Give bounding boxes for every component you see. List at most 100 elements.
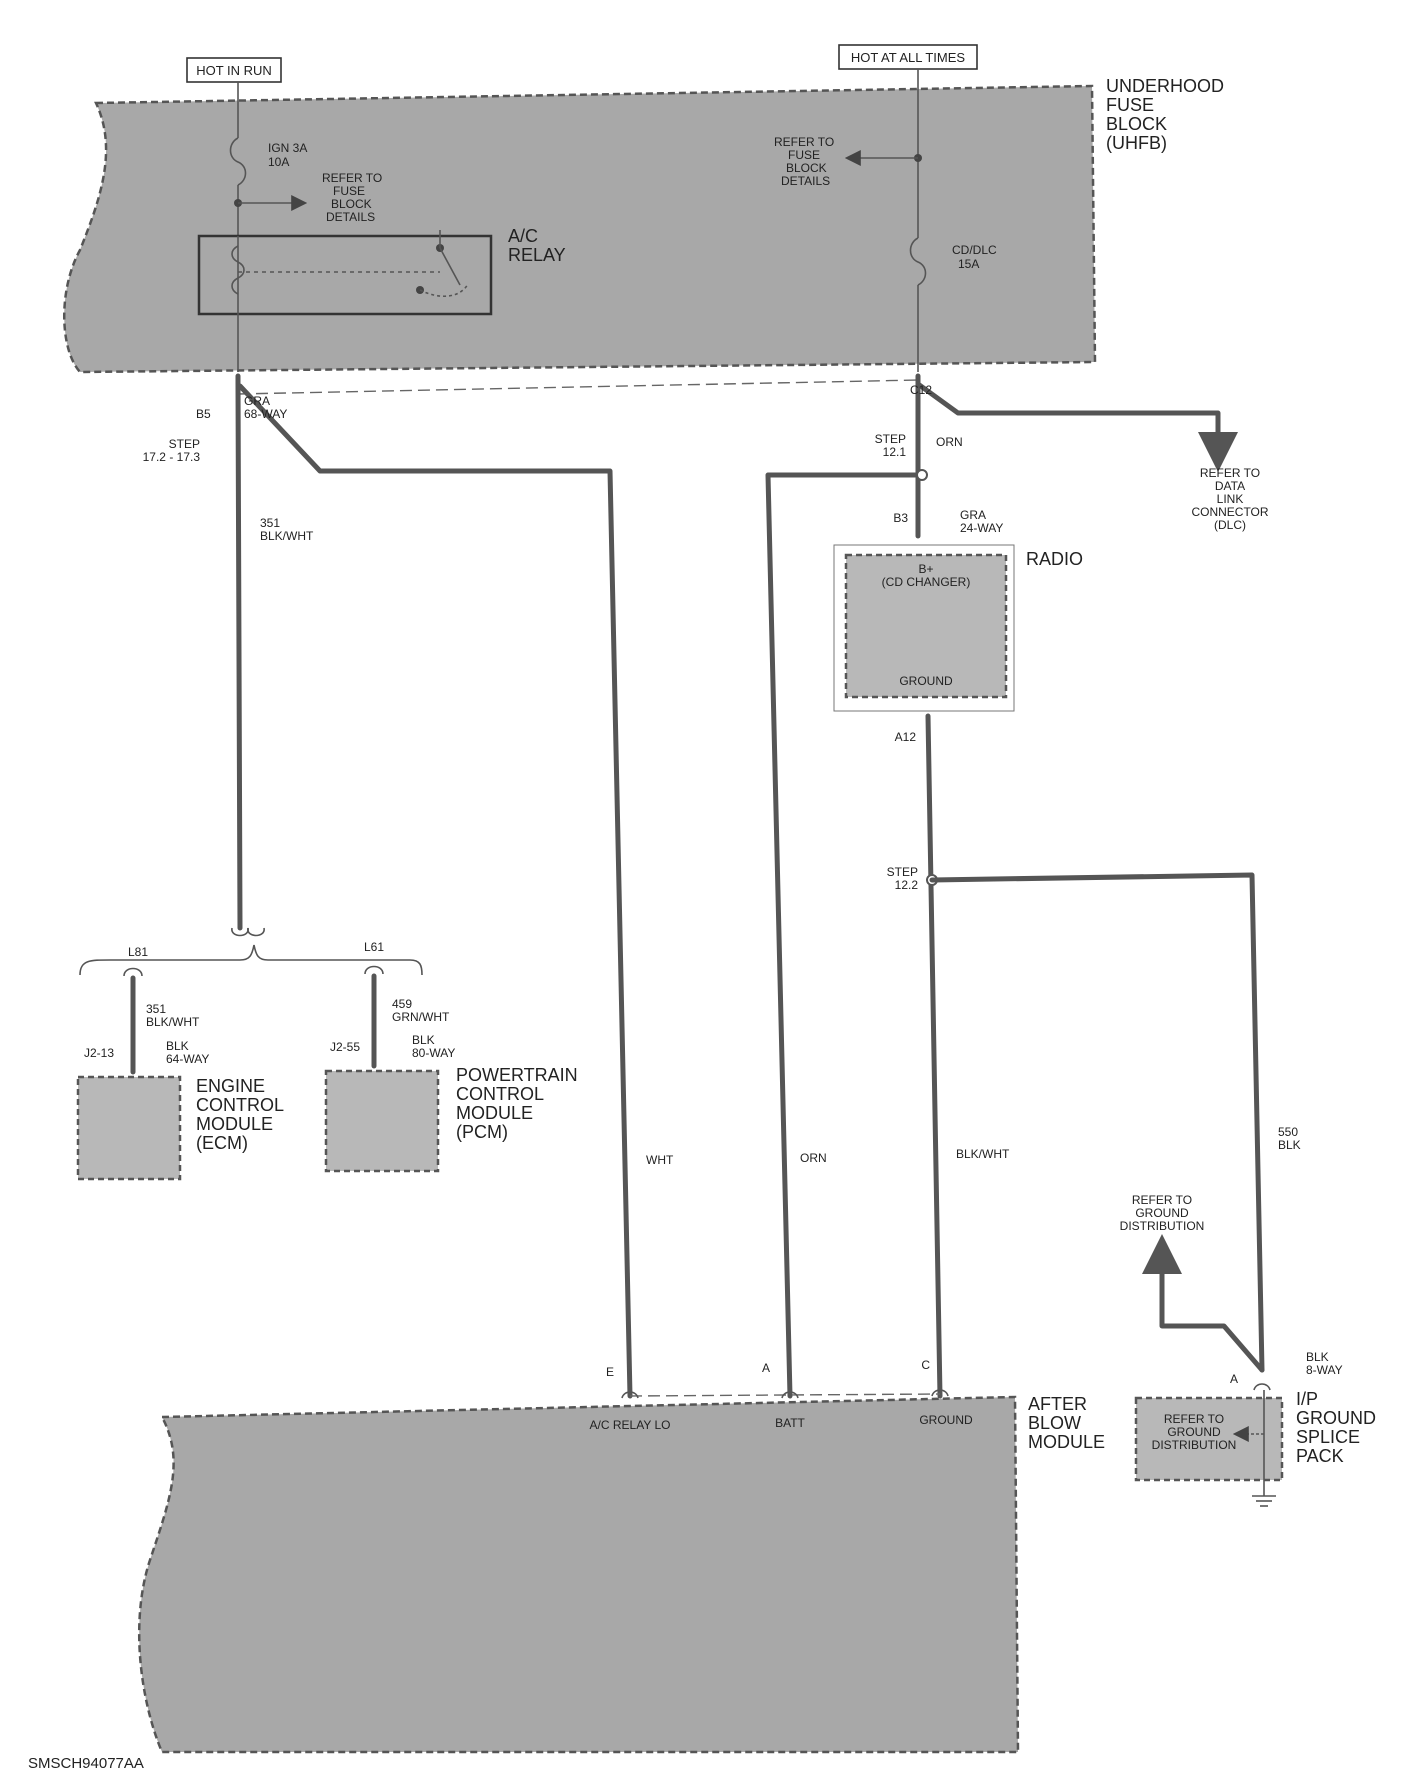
connector-b3: B3 (893, 511, 908, 525)
ac-relay-box (197, 234, 493, 316)
pcm-connector-desc: 80-WAY (412, 1046, 455, 1060)
step-left-label: STEP (169, 437, 200, 451)
ac-relay-label: RELAY (508, 245, 566, 265)
wire-blk-wht-ground (925, 713, 943, 1399)
fuse-ign-label: IGN 3A (268, 141, 307, 155)
wire-550-blk (929, 872, 1265, 1373)
wire-to-ground-dist (1142, 1234, 1265, 1373)
pin-j2-13: J2-13 (84, 1046, 114, 1060)
wire-wht-ac-relay-lo (237, 383, 633, 1399)
blower-title: MODULE (1028, 1432, 1105, 1452)
blower-title: BLOW (1028, 1413, 1081, 1433)
underhood-fuse-block (63, 84, 1097, 374)
wire-blk-wht-label: BLK/WHT (956, 1147, 1010, 1161)
hot-at-all-times-tag: HOT AT ALL TIMES (838, 44, 978, 70)
blower-pin-ac-relay-lo: A/C RELAY LO (590, 1418, 671, 1432)
wire-orn-label: ORN (800, 1151, 827, 1165)
wire-550-label: 550 (1278, 1125, 1298, 1139)
pin-hook (931, 1389, 949, 1397)
hot-in-run-text: HOT IN RUN (196, 63, 272, 78)
ecm-title: MODULE (196, 1114, 273, 1134)
fuse-ign-label: 10A (268, 155, 289, 169)
pcm-hook (364, 965, 384, 975)
pcm-title: MODULE (456, 1103, 533, 1123)
wire-459-label: 459 (392, 997, 412, 1011)
splice-hook (247, 927, 265, 937)
wire-351-ecm-label: 351 (146, 1002, 166, 1016)
ip-inner-text: REFER TO (1164, 1412, 1224, 1426)
ip-inner-text: DISTRIBUTION (1152, 1438, 1237, 1452)
pcm-title: (PCM) (456, 1122, 508, 1142)
step-121-label: 12.1 (883, 445, 907, 459)
hot-at-all-times-text: HOT AT ALL TIMES (851, 50, 965, 65)
radio-module (844, 553, 1008, 699)
blower-pin-batt: BATT (775, 1416, 805, 1430)
ip-ground-title: I/P (1296, 1389, 1318, 1409)
relay-coil-icon (231, 245, 245, 295)
pin-j2-55: J2-55 (330, 1040, 360, 1054)
ip-connector-desc: 8-WAY (1306, 1363, 1343, 1377)
pin-hook (621, 1391, 639, 1399)
pcm-connector-desc: BLK (412, 1033, 435, 1047)
pin-hook (1253, 1383, 1271, 1391)
wire-459-label: GRN/WHT (392, 1010, 450, 1024)
connector-a12: A12 (895, 730, 917, 744)
wire-wht-label: WHT (646, 1153, 674, 1167)
b5-desc: 68-WAY (244, 407, 287, 421)
ecm-connector-desc: 64-WAY (166, 1052, 209, 1066)
pin-e: E (606, 1365, 614, 1379)
connector-l61: L61 (364, 940, 384, 954)
after-blow-module (137, 1395, 1020, 1754)
refer-dlc-text: (DLC) (1214, 518, 1246, 532)
step-122-label: STEP (887, 865, 918, 879)
refer-right-text: FUSE (788, 148, 820, 162)
pcm-title: POWERTRAIN (456, 1065, 578, 1085)
hot-in-run-tag: HOT IN RUN (186, 57, 282, 83)
refer-left-text: REFER TO (322, 171, 382, 185)
connector-l81: L81 (128, 945, 148, 959)
pin-a: A (762, 1361, 770, 1375)
refer-dlc-text: CONNECTOR (1191, 505, 1268, 519)
fuse-cd-symbol (909, 237, 927, 286)
relay-switch-icon (439, 247, 461, 286)
pin-hook (781, 1391, 799, 1399)
wire-orn-top-label: ORN (936, 435, 963, 449)
refer-left-text: DETAILS (326, 210, 375, 224)
relay-switch-arc (419, 283, 469, 297)
ecm-hook (123, 967, 143, 977)
ip-inner-text: GROUND (1167, 1425, 1221, 1439)
fuse-cd-label: 15A (958, 257, 979, 271)
radio-bplus-label: (CD CHANGER) (882, 575, 971, 589)
b3-desc: GRA (960, 508, 986, 522)
refer-left-text: FUSE (333, 184, 365, 198)
radio-ground-label: GROUND (899, 674, 953, 688)
ip-ground-splice-pack (1134, 1396, 1284, 1482)
b5-desc: GRA (244, 394, 270, 408)
radio-title: RADIO (1026, 549, 1083, 569)
ip-ground-title: SPLICE (1296, 1427, 1360, 1447)
uhfb-title: UNDERHOOD FUSE BLOCK (UHFB) (1106, 76, 1224, 153)
connector-c12: C12 (910, 383, 932, 397)
wire-to-dlc (915, 381, 1238, 472)
refer-dlc-text: REFER TO (1200, 466, 1260, 480)
blower-pin-ground: GROUND (919, 1413, 973, 1427)
radio-bplus-label: B+ (918, 562, 933, 576)
ip-ground-title: GROUND (1296, 1408, 1376, 1428)
wire-351-label: 351 (260, 516, 280, 530)
wire-351-label: BLK/WHT (260, 529, 314, 543)
pcm-module (324, 1069, 440, 1173)
splice-step-121 (916, 469, 928, 481)
pin-a-ip: A (1230, 1372, 1238, 1386)
blower-title: AFTER (1028, 1394, 1087, 1414)
step-122-label: 12.2 (895, 878, 919, 892)
ip-ground-title: PACK (1296, 1446, 1344, 1466)
refer-ground-text: DISTRIBUTION (1120, 1219, 1205, 1233)
ecm-module (76, 1075, 182, 1181)
step-left-label: 17.2 - 17.3 (143, 450, 201, 464)
ip-connector-desc: BLK (1306, 1350, 1329, 1364)
blower-connector-link (629, 1393, 941, 1397)
b3-desc: 24-WAY (960, 521, 1003, 535)
ecm-title: (ECM) (196, 1133, 248, 1153)
ecm-connector-desc: BLK (166, 1039, 189, 1053)
step-121-label: STEP (875, 432, 906, 446)
